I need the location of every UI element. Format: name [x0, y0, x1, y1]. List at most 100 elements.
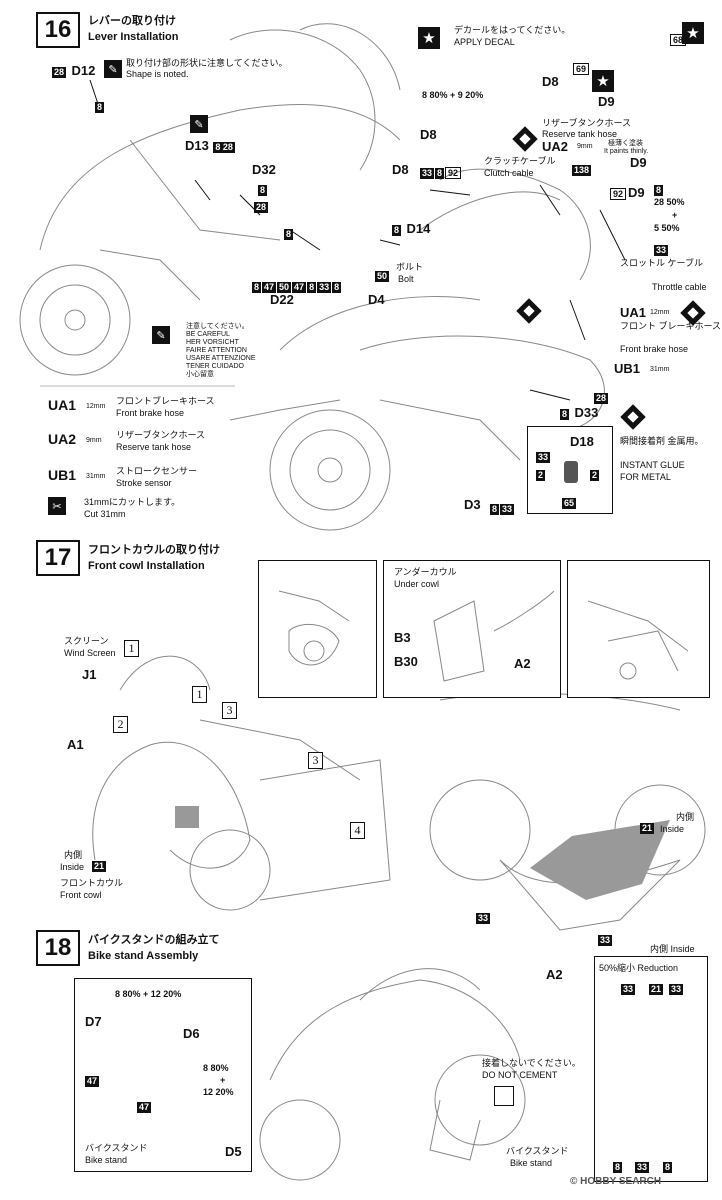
shape-note-jp: 取り付け部の形状に注意してください。 — [126, 58, 288, 68]
inside2-jp: 内側 — [676, 812, 695, 822]
glue-en-2: FOR METAL — [620, 472, 671, 482]
hose-legend: UA1 12mm フロントブレーキホース Front brake hose UA… — [48, 394, 238, 494]
d9-label: D9 — [598, 94, 615, 109]
d8c-label: D8 — [392, 162, 409, 177]
clutch-en: Clutch cable — [484, 168, 534, 178]
inside2-en: Inside — [660, 824, 685, 834]
d12-part-chip: 8 — [95, 102, 105, 113]
reduction-panel: 50%縮小 Reduction 33 21 33 8 33 8 — [594, 956, 708, 1182]
chip-33-right: 33 — [654, 245, 669, 256]
thin-jp: 極薄く塗装 — [608, 140, 643, 147]
d4-chip: 50 — [375, 271, 390, 282]
chip-28-d33: 28 — [594, 393, 609, 404]
inside2-chip: 21 — [640, 823, 655, 834]
cowl-inside-fill — [175, 806, 199, 828]
glue-jp: 瞬間接着剤 金属用。 — [620, 436, 704, 446]
screen-jp: スクリーン — [64, 636, 109, 646]
cut-en: Cut 31mm — [84, 509, 126, 519]
legend-row: UB1 31mm ストロークセンサー Stroke sensor — [48, 466, 198, 488]
d18-panel: 33 D18 2 2 65 — [527, 426, 613, 514]
decal-star-icon: ★ — [418, 27, 440, 49]
legend-row: UA2 9mm リザーブタンクホース Reserve tank hose — [48, 430, 206, 452]
stand-panel: 8 80% + 12 20% D7 D6 47 47 8 80% + 12 20… — [74, 978, 252, 1172]
chip-33a: 33 — [476, 913, 491, 924]
d7-label: D7 — [85, 1014, 102, 1029]
decal-en: APPLY DECAL — [454, 37, 515, 47]
reduction-label: 50%縮小 Reduction — [599, 963, 679, 973]
legend-row: UA1 12mm フロントブレーキホース Front brake hose — [48, 396, 215, 418]
stand-mix-right-plus: + — [220, 1075, 226, 1085]
step-number: 18 — [36, 930, 80, 966]
no-cement-en: DO NOT CEMENT — [482, 1070, 558, 1080]
caution-icon: ✎ — [152, 326, 170, 344]
b3-label: B3 — [394, 630, 411, 645]
ua1-label: UA1 — [620, 305, 647, 320]
inside-en: Inside — [60, 862, 85, 872]
callout-box: 1 — [124, 640, 139, 657]
d8-chip: 69 — [573, 59, 590, 77]
d12-callout: 28 D12 — [52, 63, 96, 78]
chip-138: 138 — [572, 165, 592, 176]
mix2-plus: + — [672, 210, 678, 220]
caution-block: 注意してください。 BE CAREFUL HER VORSICHT FAIRE … — [186, 323, 256, 378]
cut-jp: 31mmにカットします。 — [84, 497, 181, 507]
front-brake-en: Front brake hose — [620, 344, 689, 354]
thin-en: It paints thinly. — [604, 148, 649, 155]
step-title-jp: バイクスタンドの組み立て — [88, 934, 220, 946]
j1-label: J1 — [82, 667, 97, 682]
callout-box: 3 — [222, 702, 237, 719]
reserve-hose-jp: リザーブタンクホース — [542, 118, 632, 128]
mix2-a: 28 50% — [654, 197, 685, 207]
callout-box: 3 — [308, 752, 323, 769]
screen-en: Wind Screen — [64, 648, 116, 658]
callout-box: 4 — [350, 822, 365, 839]
under-cowl-jp: アンダーカウル — [394, 567, 457, 577]
d13-callout: D13 8 28 — [185, 138, 235, 153]
d5-label: D5 — [225, 1144, 242, 1159]
detail-panel-1 — [258, 560, 377, 698]
stand-mix-right-a: 8 80% — [203, 1063, 229, 1073]
d33-callout: 8 D33 — [560, 405, 599, 420]
stand-mix-right-b: 12 20% — [203, 1087, 234, 1097]
step-number: 16 — [36, 12, 80, 48]
front-brake-jp: フロント ブレーキホース — [620, 321, 722, 331]
d32-chip-1: 8 — [258, 185, 268, 196]
stand-mix-top: 8 80% + 12 20% — [115, 989, 182, 999]
lever-mix: 8 80% + 9 20% — [422, 90, 484, 100]
decal-star-icon: ★ — [682, 22, 704, 44]
a2b-label: A2 — [546, 967, 563, 982]
detail-panel-3 — [567, 560, 710, 698]
d9b-label: D9 — [628, 185, 645, 200]
no-cement-jp: 接着しないでください。 — [482, 1058, 581, 1068]
d18-label: D18 — [570, 434, 594, 449]
ub1-size: 31mm — [650, 366, 670, 373]
step-title-en: Front cowl Installation — [88, 560, 205, 572]
reserve-hose-en: Reserve tank hose — [542, 129, 618, 139]
step-title-en: Bike stand Assembly — [88, 950, 199, 962]
callout-box: 1 — [192, 686, 207, 703]
ua1-size: 12mm — [650, 309, 670, 316]
d32-label: D32 — [252, 162, 276, 177]
decal-star-icon: ★ — [592, 70, 614, 92]
ub1-label: UB1 — [614, 361, 641, 376]
scissors-icon: ✂ — [48, 497, 66, 515]
d32-chip-2: 28 — [254, 202, 269, 213]
d8-label: D8 — [542, 74, 559, 89]
stand2-en: Bike stand — [510, 1158, 553, 1168]
under-cowl-en: Under cowl — [394, 579, 440, 589]
d8b-label: D8 — [420, 127, 437, 142]
watermark: © HOBBY SEARCH — [570, 1176, 662, 1187]
inside-jp: 内側 — [64, 850, 83, 860]
stand2-jp: バイクスタンド — [506, 1146, 569, 1156]
front-cowl-jp: フロントカウル — [60, 878, 124, 888]
clutch-jp: クラッチケーブル — [484, 156, 556, 166]
a1-label: A1 — [67, 737, 84, 752]
chip-8-right: 8 — [654, 185, 664, 196]
inside-label: 内側 Inside — [650, 944, 695, 954]
step-number: 17 — [36, 540, 80, 576]
callout-box: 2 — [113, 716, 128, 733]
ua2-label: UA2 — [542, 139, 569, 154]
